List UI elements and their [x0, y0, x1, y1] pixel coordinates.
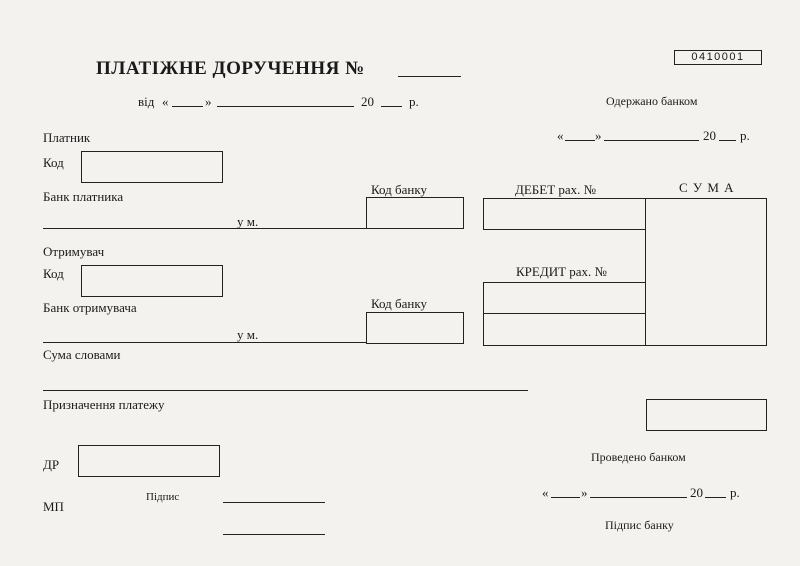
- document-title: ПЛАТІЖНЕ ДОРУЧЕННЯ №: [96, 58, 365, 80]
- received-date-close: »: [595, 128, 602, 143]
- processed-year-field[interactable]: [705, 497, 726, 498]
- processed-day-field[interactable]: [551, 497, 580, 498]
- mp-label: МП: [43, 499, 64, 514]
- dr-field[interactable]: [78, 445, 220, 477]
- payer-bank-code-field[interactable]: [366, 197, 464, 229]
- sum-field[interactable]: [645, 198, 767, 346]
- signature-label: Підпис: [146, 491, 180, 503]
- processed-date-close: »: [581, 485, 588, 500]
- date-close-quote: »: [205, 94, 212, 109]
- credit-account-field[interactable]: [483, 282, 646, 314]
- signature-line-1[interactable]: [223, 502, 325, 503]
- recipient-bank-line[interactable]: [43, 342, 367, 343]
- payer-bank-line[interactable]: [43, 228, 367, 229]
- title-text: ПЛАТІЖНЕ ДОРУЧЕННЯ №: [96, 58, 365, 79]
- recipient-code-label: Код: [43, 266, 64, 281]
- date-year-field[interactable]: [381, 106, 402, 107]
- amount-words-label: Сума словами: [43, 347, 121, 362]
- credit-label: КРЕДИТ рах. №: [516, 264, 607, 279]
- document-number-field[interactable]: [398, 76, 461, 77]
- processed-date-open: «: [542, 485, 549, 500]
- payer-label: Платник: [43, 130, 91, 145]
- signature-line-2[interactable]: [223, 534, 325, 535]
- debit-account-field[interactable]: [483, 198, 646, 230]
- recipient-label: Отримувач: [43, 244, 105, 259]
- form-code: 0410001: [674, 50, 762, 65]
- recipient-bank-code-label: Код банку: [371, 296, 427, 311]
- sum-label: С У М А: [679, 180, 735, 195]
- received-day-field[interactable]: [565, 140, 595, 141]
- received-month-field[interactable]: [604, 140, 699, 141]
- processed-month-field[interactable]: [590, 497, 687, 498]
- bank-signature-label: Підпис банку: [605, 518, 674, 532]
- date-month-field[interactable]: [217, 106, 354, 107]
- received-date-open: «: [557, 128, 564, 143]
- payer-bank-code-label: Код банку: [371, 182, 427, 197]
- received-label: Одержано банком: [606, 94, 698, 108]
- dr-label: ДР: [43, 457, 60, 472]
- received-year-suffix: р.: [740, 128, 750, 143]
- year-prefix: 20: [361, 94, 374, 109]
- payer-code-field[interactable]: [81, 151, 223, 183]
- recipient-bank-label: Банк отримувача: [43, 300, 137, 315]
- purpose-side-field[interactable]: [646, 399, 767, 431]
- date-day-field[interactable]: [172, 106, 203, 107]
- payer-city-label: у м.: [237, 214, 259, 229]
- debit-label: ДЕБЕТ рах. №: [515, 182, 597, 197]
- purpose-label: Призначення платежу: [43, 397, 165, 412]
- processed-label: Проведено банком: [591, 450, 686, 464]
- date-open-quote: «: [162, 94, 169, 109]
- recipient-city-label: у м.: [237, 327, 259, 342]
- payer-code-label: Код: [43, 155, 64, 170]
- year-suffix: р.: [409, 94, 419, 109]
- received-year-prefix: 20: [703, 128, 716, 143]
- received-year-field[interactable]: [719, 140, 736, 141]
- processed-year-prefix: 20: [690, 485, 703, 500]
- recipient-code-field[interactable]: [81, 265, 223, 297]
- date-from-label: від: [138, 94, 155, 109]
- payer-bank-label: Банк платника: [43, 189, 124, 204]
- recipient-bank-code-field[interactable]: [366, 312, 464, 344]
- credit-account-field-2[interactable]: [483, 313, 646, 346]
- processed-year-suffix: р.: [730, 485, 740, 500]
- amount-words-line[interactable]: [43, 390, 528, 391]
